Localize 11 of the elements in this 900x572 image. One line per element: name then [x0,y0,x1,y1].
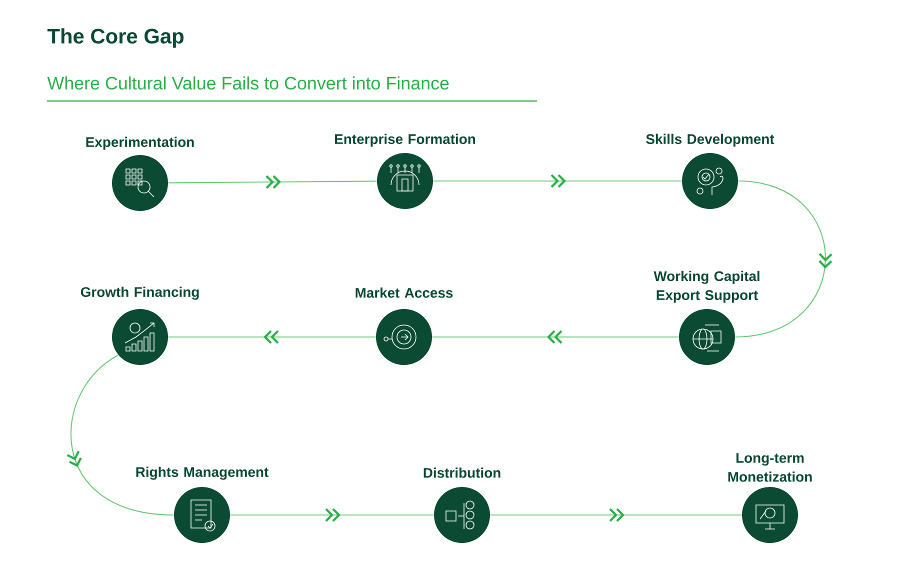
step-label: Skills Development [646,134,774,147]
step-label: Rights Management [136,466,268,480]
step-label: Distribution [424,468,500,478]
subtitle: Where Cultural Value Fails to Convert into Finance [47,76,449,90]
step-label: Enterprise Formation [335,134,476,147]
step-label: Growth Financing [80,286,199,300]
step-label: Working Capital Export Support [654,270,760,303]
title: The Core Gap [47,28,184,48]
step-label: Experimentation [86,136,194,150]
step-label: Long-term Monetization [728,453,812,482]
step-label: Market Access [356,288,453,298]
